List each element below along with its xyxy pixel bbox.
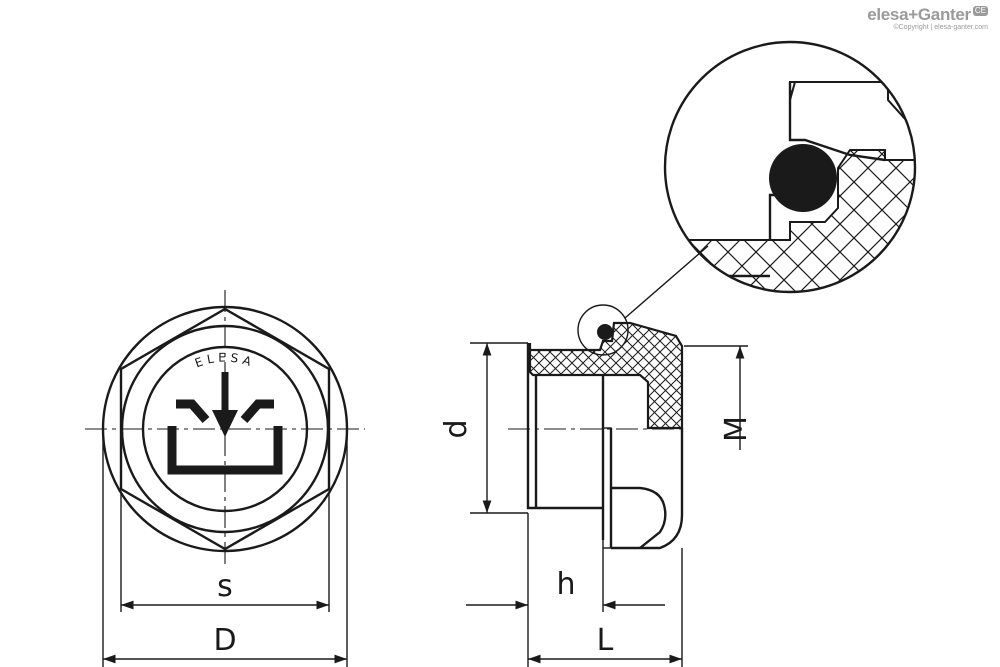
dimension-M: M [684, 345, 754, 450]
hexagon-outline [119, 307, 331, 551]
elesa-emblem-text: ELESA [193, 351, 257, 371]
dimension-h: h [466, 513, 665, 612]
cap-section-hatch [528, 321, 684, 430]
o-ring-detail [769, 144, 837, 212]
detail-leader-line [624, 245, 709, 319]
detail-groove-upper [788, 82, 886, 162]
emblem-circle [141, 345, 309, 513]
dim-label-s: s [217, 569, 233, 604]
dim-label-d: d [439, 419, 474, 438]
detail-view [663, 40, 917, 294]
ce-badge: CE [972, 6, 988, 16]
oil-fill-symbol-icon [167, 372, 283, 475]
dim-label-L: L [597, 623, 614, 658]
dimension-D: D [102, 429, 348, 667]
o-ring-small [597, 324, 613, 340]
dimension-d: d [439, 342, 528, 514]
dimension-s: s [120, 492, 330, 612]
dim-label-M: M [719, 416, 754, 442]
front-view: ELESA [85, 290, 365, 568]
hex-chamfer-circle [120, 324, 330, 534]
thread-body-outline [526, 343, 603, 510]
brand-name: elesa+Ganter [867, 5, 971, 24]
dimension-L: L [527, 548, 683, 667]
detail-circle-outline [663, 40, 917, 294]
head-lower-outline [611, 428, 684, 550]
side-view [508, 245, 709, 550]
dim-label-h: h [556, 567, 575, 602]
dim-label-D: D [213, 623, 236, 658]
detail-marker-circle [577, 304, 629, 356]
brand-copyright: ©Copyright | elesa-ganter.com [893, 24, 988, 31]
head-dome-profile [611, 486, 667, 549]
